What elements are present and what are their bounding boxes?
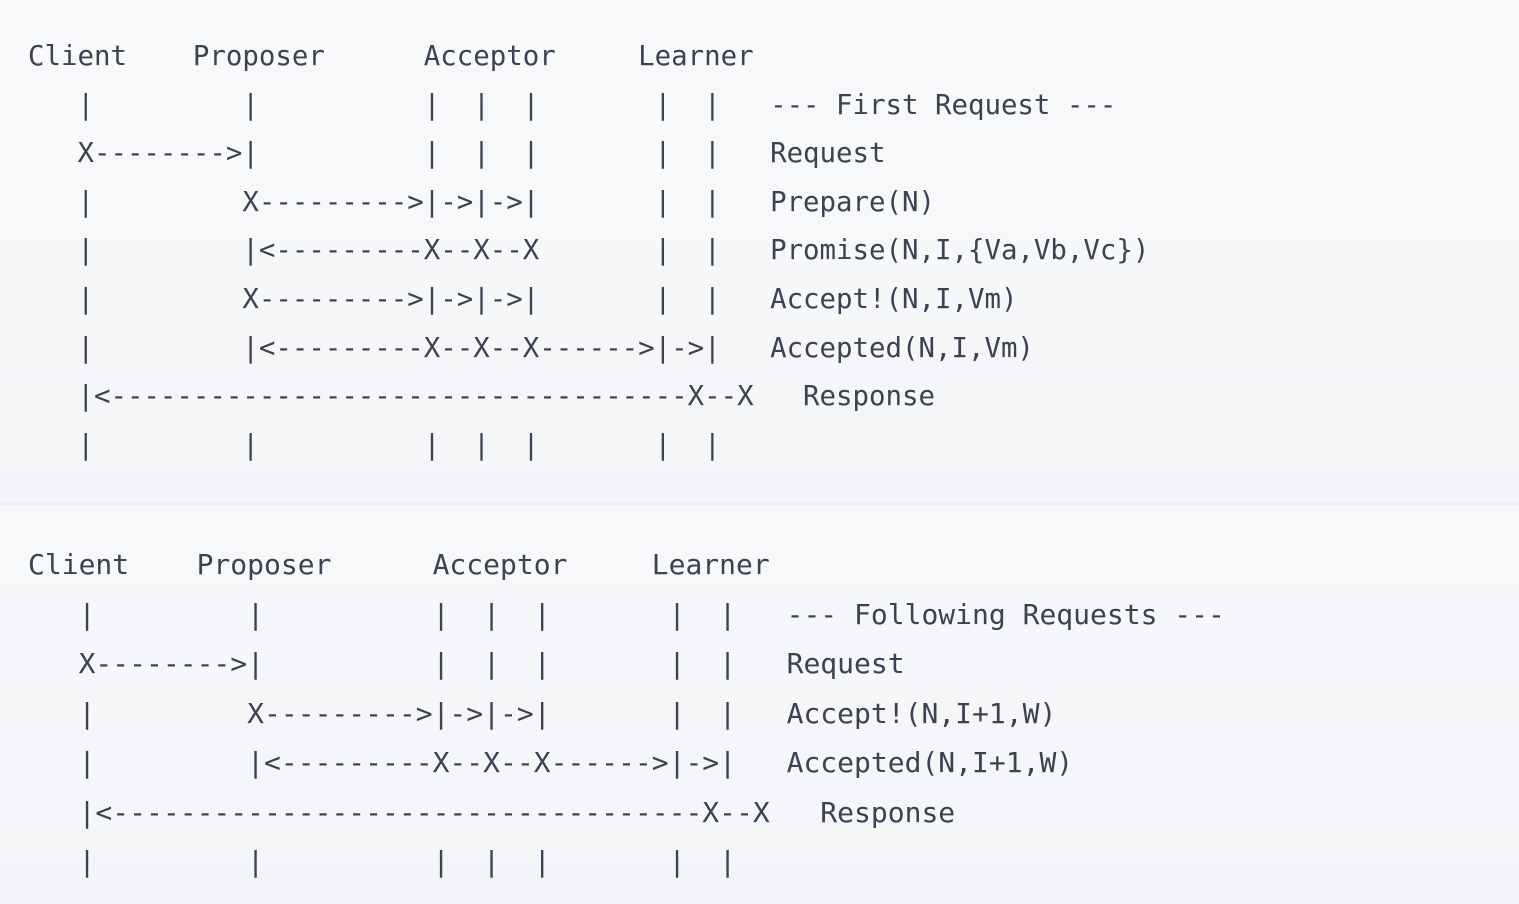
- panel-first-request: Client Proposer Acceptor Learner | | | |…: [0, 0, 1519, 502]
- ascii-art-following-requests: Client Proposer Acceptor Learner | | | |…: [28, 548, 1225, 878]
- panel-following-requests: Client Proposer Acceptor Learner | | | |…: [0, 505, 1519, 904]
- panel-divider: [0, 502, 1519, 505]
- ascii-art-first-request: Client Proposer Acceptor Learner | | | |…: [28, 41, 1150, 461]
